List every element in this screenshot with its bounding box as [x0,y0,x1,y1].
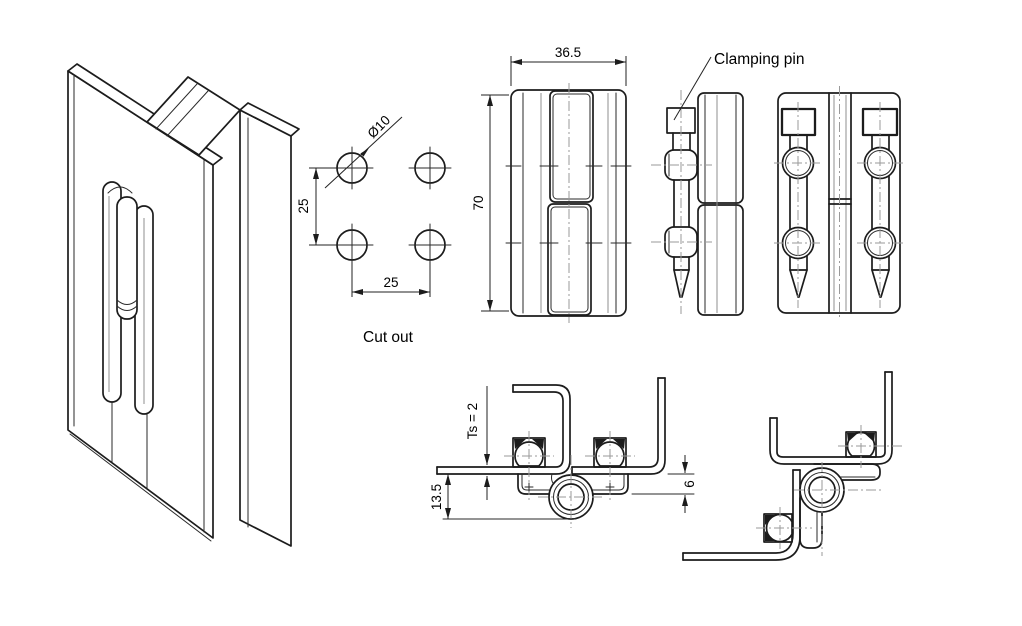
view-isometric [67,63,300,547]
dim-pivot-offset: 13.5 [429,484,444,510]
dim-hole-diameter: Ø10 [364,112,393,141]
view-front: 36.5 70 [471,45,632,323]
view-section-open [682,371,903,561]
isometric-hinge [102,181,154,415]
frame-sheet-section [571,377,666,475]
view-cutout: Ø10 25 25 Cut out [296,112,452,346]
view-section-closed: Ts = 2 13.5 6 [429,377,697,528]
cutout-caption: Cut out [363,329,414,346]
dim-sheet-thickness: Ts = 2 [465,403,480,439]
view-side: Clamping pin [651,51,804,316]
dim-leaf-projection: 6 [682,480,697,488]
view-back [774,86,904,320]
dim-front-height: 70 [471,195,486,210]
hinge-section-open [799,463,881,549]
hinge-section [517,473,629,520]
hole-pattern [330,146,452,267]
door-sheet-section [436,384,571,475]
clamping-pin-label: Clamping pin [714,51,804,68]
dim-hole-pitch-vertical: 25 [296,198,311,213]
dim-front-width: 36.5 [555,45,581,60]
clamping-pin-leader [673,56,712,121]
dim-hole-pitch-horizontal: 25 [383,275,398,290]
